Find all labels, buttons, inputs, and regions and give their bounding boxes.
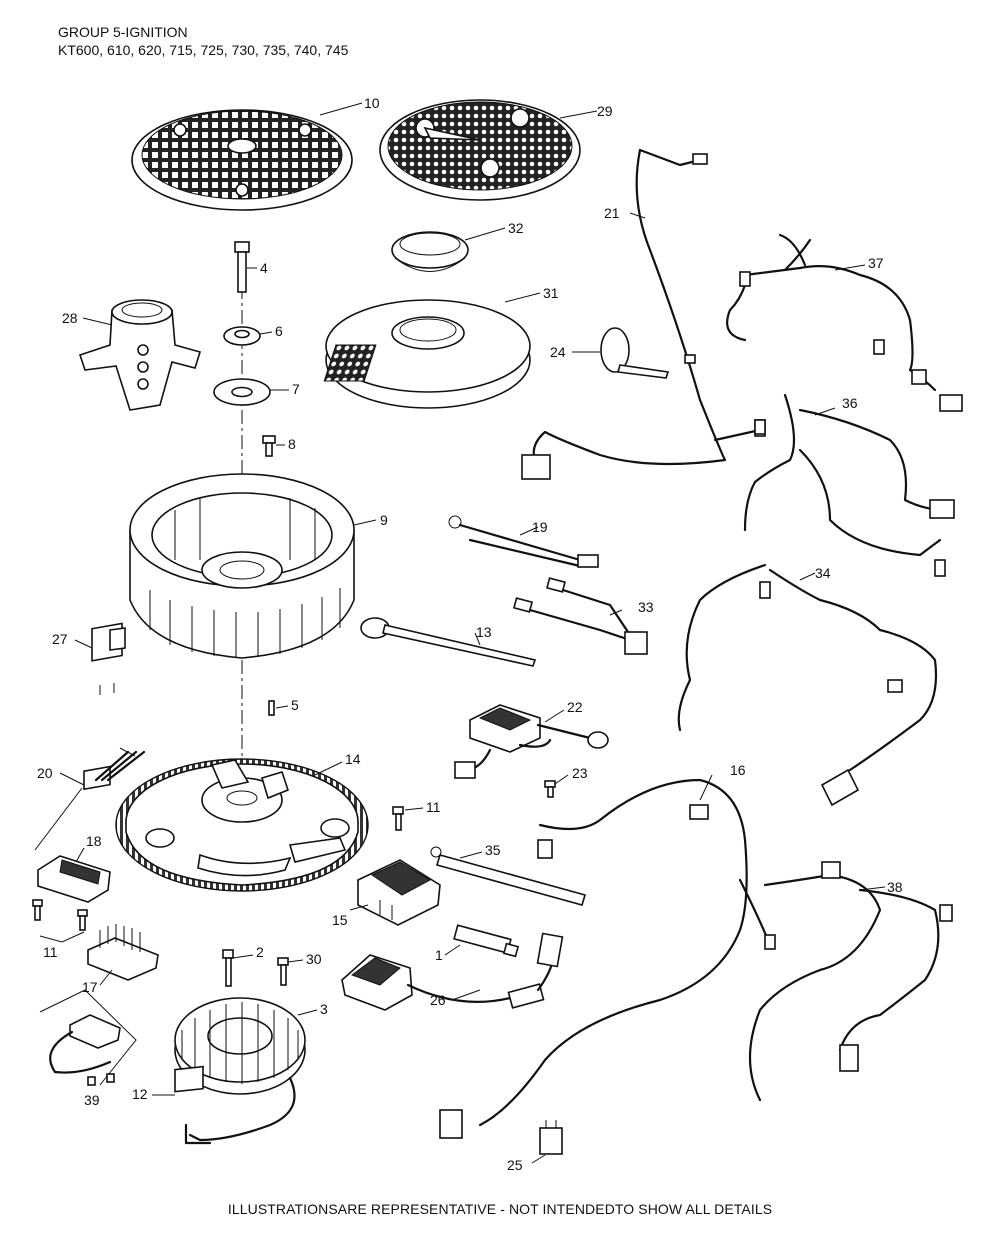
- part-24-cable-tie: [600, 327, 670, 379]
- callout-12: 12: [132, 1086, 148, 1102]
- part-33-harness: [512, 577, 648, 655]
- callout-16: 16: [730, 762, 746, 778]
- part-4-bolt: [234, 241, 250, 293]
- part-22-coil-assembly: [454, 704, 609, 779]
- part-18-rectifier: [37, 855, 111, 903]
- callout-21: 21: [604, 205, 620, 221]
- callout-26: 26: [430, 992, 446, 1008]
- part-19-ground-lead: [448, 515, 599, 568]
- callout-7: 7: [292, 381, 300, 397]
- part-26-ignition-coil: [341, 932, 564, 1011]
- callout-34: 34: [815, 565, 831, 581]
- callout-27: 27: [52, 631, 68, 647]
- leader-lines: [59, 102, 886, 1164]
- callout-20: 20: [37, 765, 53, 781]
- callout-13: 13: [476, 624, 492, 640]
- part-38-harness: [748, 861, 953, 1102]
- part-5-key: [268, 700, 275, 716]
- callout-39: 39: [84, 1092, 100, 1108]
- part-34-harness: [677, 563, 938, 807]
- callout-3: 3: [320, 1001, 328, 1017]
- callout-5: 5: [291, 697, 299, 713]
- part-25-relay: [539, 1120, 563, 1155]
- callout-4: 4: [260, 260, 268, 276]
- part-14-flywheel: [115, 758, 369, 892]
- callout-15: 15: [332, 912, 348, 928]
- part-30-screw: [277, 957, 289, 986]
- callout-31: 31: [543, 285, 559, 301]
- part-35-tube: [430, 846, 587, 906]
- callout-6: 6: [275, 323, 283, 339]
- callout-25: 25: [507, 1157, 523, 1173]
- part-6-washer: [223, 326, 261, 346]
- callout-28: 28: [62, 310, 78, 326]
- part-2-screw: [222, 949, 234, 987]
- part-7-retainer: [213, 378, 271, 406]
- part-13-tie-strap: [360, 617, 537, 667]
- part-1-spark-plug: [453, 924, 520, 958]
- part-15-ignition-module: [357, 859, 441, 926]
- callout-14: 14: [345, 751, 361, 767]
- callout-labels: 10 29 32 31 4 6 7 8 9 28 27 5 14 20 18 1…: [37, 95, 903, 1173]
- part-28-bracket: [78, 299, 202, 411]
- group-title: GROUP 5-IGNITION: [58, 24, 188, 40]
- callout-32: 32: [508, 220, 524, 236]
- callout-2: 2: [256, 944, 264, 960]
- part-27-relay: [91, 622, 126, 695]
- callout-30: 30: [306, 951, 322, 967]
- part-17-regulator: [87, 924, 159, 981]
- callout-11-left: 11: [43, 944, 58, 960]
- part-11-screw-right: [392, 806, 404, 831]
- callout-11-right: 11: [426, 799, 441, 815]
- part-23-screw: [544, 780, 556, 798]
- callout-36: 36: [842, 395, 858, 411]
- part-36-harness: [743, 393, 955, 577]
- callout-18: 18: [86, 833, 102, 849]
- callout-19: 19: [532, 519, 548, 535]
- part-3-stator: [174, 997, 306, 1145]
- part-29-debris-screen: [379, 99, 581, 201]
- part-31-shroud-plate: [323, 299, 531, 409]
- part-20-connector: [34, 747, 146, 851]
- callout-38: 38: [887, 879, 903, 895]
- callout-9: 9: [380, 512, 388, 528]
- callout-33: 33: [638, 599, 654, 615]
- callout-29: 29: [597, 103, 613, 119]
- part-12-clip: [174, 1065, 204, 1093]
- callout-8: 8: [288, 436, 296, 452]
- part-37-harness: [726, 233, 963, 412]
- callout-37: 37: [868, 255, 884, 271]
- part-8-screw: [262, 435, 276, 457]
- part-11-screws-left: [32, 899, 88, 943]
- callout-23: 23: [572, 765, 588, 781]
- callout-22: 22: [567, 699, 583, 715]
- part-9-flywheel-fan: [129, 473, 355, 659]
- callout-10: 10: [364, 95, 380, 111]
- callout-35: 35: [485, 842, 501, 858]
- callout-17: 17: [82, 979, 98, 995]
- part-16-main-harness: [439, 778, 776, 1139]
- part-32-grommet: [391, 231, 469, 272]
- callout-24: 24: [550, 344, 566, 360]
- model-list: KT600, 610, 620, 715, 725, 730, 735, 740…: [58, 42, 349, 58]
- disclaimer-footer: ILLUSTRATIONSARE REPRESENTATIVE - NOT IN…: [227, 1201, 773, 1217]
- callout-1: 1: [435, 947, 443, 963]
- part-39-regulator: [39, 989, 137, 1086]
- part-10-fan-grille: [131, 109, 353, 211]
